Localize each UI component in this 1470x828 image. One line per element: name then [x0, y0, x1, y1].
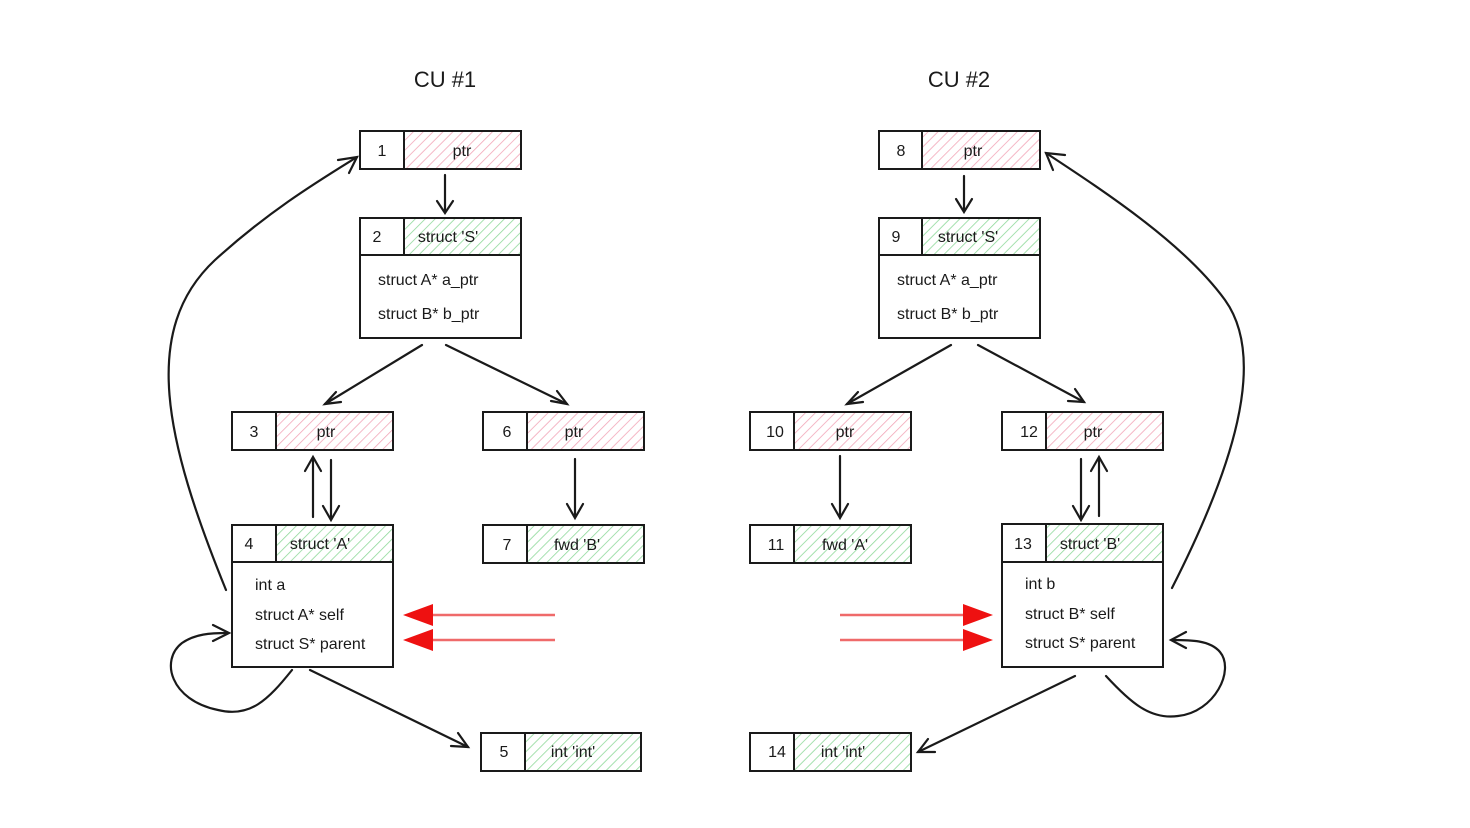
node-1-id: 1: [378, 143, 387, 160]
node-6-ptr[interactable]: 6 ptr: [482, 411, 645, 451]
node-14-int[interactable]: 14 int 'int': [749, 732, 912, 772]
node-2-field: struct A* a_ptr: [378, 272, 479, 289]
node-9-field: struct B* b_ptr: [897, 306, 999, 323]
node-6-label: ptr: [565, 424, 584, 441]
cu2-title: CU #2: [928, 67, 990, 92]
node-12-ptr[interactable]: 12 ptr: [1001, 411, 1164, 451]
node-13-field: struct S* parent: [1025, 635, 1136, 652]
edge-4-self-loop: [169, 623, 294, 713]
edge-4-to-5: [308, 668, 471, 749]
node-5-int[interactable]: 5 int 'int': [480, 732, 642, 772]
node-13-label: struct 'B': [1060, 536, 1120, 553]
edge-2-to-3: [322, 343, 424, 406]
node-11-id: 11: [768, 537, 785, 554]
node-4-struct-a[interactable]: 4 struct 'A' int a struct A* self struct…: [231, 524, 394, 668]
node-13-id: 13: [1014, 536, 1032, 553]
node-8-label: ptr: [964, 143, 983, 160]
node-9-id: 9: [892, 229, 901, 246]
node-12-id: 12: [1020, 424, 1038, 441]
red-arrow-parent-right: [840, 629, 993, 651]
edge-2-to-6: [444, 343, 570, 406]
node-11-fwd-a[interactable]: 11 fwd 'A': [749, 524, 912, 564]
node-9-label: struct 'S': [938, 229, 998, 246]
node-3-label: ptr: [317, 424, 336, 441]
node-10-ptr[interactable]: 10 ptr: [749, 411, 912, 451]
node-2-field: struct B* b_ptr: [378, 306, 480, 323]
node-1-label: ptr: [453, 143, 472, 160]
node-8-ptr[interactable]: 8 ptr: [878, 130, 1041, 170]
node-14-id: 14: [768, 744, 786, 761]
node-14-label: int 'int': [821, 744, 865, 761]
node-8-id: 8: [897, 143, 906, 160]
node-3-ptr[interactable]: 3 ptr: [231, 411, 394, 451]
node-7-id: 7: [503, 537, 512, 554]
node-13-field: struct B* self: [1025, 606, 1115, 623]
edge-13-to-14: [915, 674, 1077, 754]
node-9-field: struct A* a_ptr: [897, 272, 998, 289]
node-2-label: struct 'S': [418, 229, 478, 246]
edge-3-to-4: [321, 458, 341, 523]
node-6-id: 6: [503, 424, 512, 441]
red-arrow-self-right: [840, 604, 993, 626]
node-11-label: fwd 'A': [822, 537, 868, 554]
node-13-struct-b[interactable]: 13 struct 'B' int b struct B* self struc…: [1001, 523, 1164, 668]
node-12-label: ptr: [1084, 424, 1103, 441]
edge-9-to-12: [976, 343, 1087, 404]
node-4-field: struct S* parent: [255, 636, 366, 653]
red-arrow-self: [403, 604, 555, 626]
edge-1-to-2: [435, 173, 455, 215]
node-1-ptr[interactable]: 1 ptr: [359, 130, 522, 170]
edge-12-to-13: [1071, 457, 1091, 523]
node-10-id: 10: [766, 424, 784, 441]
red-arrow-parent: [403, 629, 555, 651]
edge-13-to-8: [1044, 151, 1245, 590]
node-4-label: struct 'A': [290, 536, 350, 553]
edge-13-self-loop: [1104, 630, 1226, 718]
node-4-field: int a: [255, 577, 285, 594]
node-4-field: struct A* self: [255, 607, 344, 624]
edge-10-to-11: [830, 454, 850, 521]
node-2-id: 2: [373, 229, 382, 246]
cu1-title: CU #1: [414, 67, 476, 92]
edge-13-to-12: [1089, 454, 1109, 518]
edge-9-to-10: [844, 343, 953, 406]
node-4-id: 4: [245, 536, 254, 553]
edge-8-to-9: [954, 174, 974, 215]
node-5-id: 5: [500, 744, 509, 761]
node-10-label: ptr: [836, 424, 855, 441]
node-7-label: fwd 'B': [554, 537, 600, 554]
edge-4-to-1: [167, 155, 359, 592]
node-5-label: int 'int': [551, 744, 595, 761]
edge-4-to-3: [303, 454, 323, 519]
edge-6-to-7: [565, 457, 585, 521]
node-9-struct-s[interactable]: 9 struct 'S' struct A* a_ptr struct B* b…: [878, 217, 1041, 339]
node-13-field: int b: [1025, 576, 1055, 593]
node-7-fwd-b[interactable]: 7 fwd 'B': [482, 524, 645, 564]
node-3-id: 3: [250, 424, 259, 441]
node-2-struct-s[interactable]: 2 struct 'S' struct A* a_ptr struct B* b…: [359, 217, 522, 339]
